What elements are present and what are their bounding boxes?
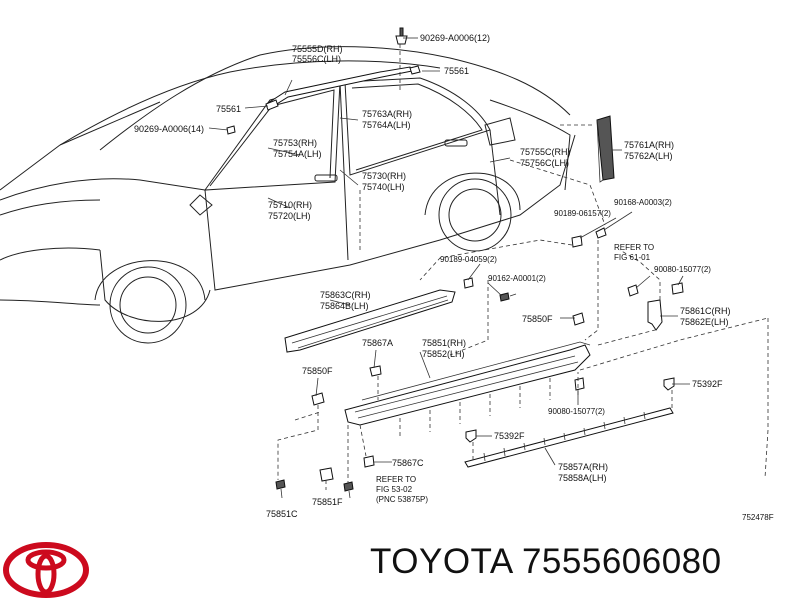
label-75392f-right: 75392F [692,379,723,389]
relation-lines [277,44,769,490]
label-75850f-right: 75850F [522,314,553,324]
label-90269-a0006-14: 90269-A0006(14) [134,124,204,134]
clip-icon [226,125,236,135]
label-diagram-code: 752478F [742,513,774,522]
label-90168-a0003: 90168-A0003(2) [614,198,672,207]
label-75861c-rh: 75861C(RH) [680,306,731,316]
label-90162-a0001: 90162-A0001(2) [488,274,546,283]
label-75561-left: 75561 [216,104,241,114]
label-75556c-lh: 75556C(LH) [292,54,341,64]
clip-icon [409,65,421,75]
label-75851-rh: 75851(RH) [422,338,466,348]
label-75762a-lh: 75762A(LH) [624,151,673,161]
rocker-lower-strip [464,407,674,468]
leader-lines [208,37,690,466]
label-75863c-rh: 75863C(RH) [320,290,371,300]
clip-icon [571,235,583,248]
label-75720-lh: 75720(LH) [268,211,311,221]
label-75851f: 75851F [312,497,343,507]
label-75763a-rh: 75763A(RH) [362,109,412,119]
clip-icon [395,27,408,45]
label-75710-rh: 75710(RH) [268,200,312,210]
label-75755c-rh: 75755C(RH) [520,147,571,157]
label-pnc-53875p: (PNC 53875P) [376,495,428,504]
label-90189-06157: 90189-06157(2) [554,209,611,218]
label-75857a-rh: 75857A(RH) [558,462,608,472]
screw-icon [275,479,286,499]
label-75862e-lh: 75862E(LH) [680,317,729,327]
label-75730-rh: 75730(RH) [362,171,406,181]
clip-icon [265,99,279,111]
label-75754a-lh: 75754A(LH) [273,149,322,159]
label-75867c: 75867C [392,458,424,468]
label-75850f-left: 75850F [302,366,333,376]
label-90080-15077-bottom: 90080-15077(2) [548,407,605,416]
label-90189-04059: 90189-04059(2) [440,255,497,264]
label-75756c-lh: 75756C(LH) [520,158,569,168]
label-75753-rh: 75753(RH) [273,138,317,148]
label-75555d-rh: 75555D(RH) [292,44,343,54]
clip-icon [595,227,607,239]
brand-part-number: TOYOTA 7555606080 [370,542,722,581]
rear-bracket [647,299,663,331]
quarter-garnish [596,115,615,181]
rocker-panel-main [344,344,591,426]
label-75761a-rh: 75761A(RH) [624,140,674,150]
label-refer-to-61: REFER TO [614,243,654,252]
clip-icon [627,284,639,297]
clip-icon [572,312,585,326]
label-75864b-lh: 75864B(LH) [320,301,369,311]
label-refer-to-53: REFER TO [376,475,416,484]
clip-icon [311,392,325,406]
rocker-panel-upper [284,289,456,353]
label-75851c: 75851C [266,509,298,519]
screw-icon [343,481,354,499]
clip-icon [671,282,684,295]
label-75764a-lh: 75764A(LH) [362,120,411,130]
screw-icon [499,292,517,302]
label-75867a: 75867A [362,338,393,348]
label-fig-61-01: FIG 61-01 [614,253,651,262]
clip-icon [465,429,477,443]
clip-icon [574,377,585,391]
label-90269-a0006-12: 90269-A0006(12) [420,33,490,43]
label-75852-lh: 75852(LH) [422,349,465,359]
label-75858a-lh: 75858A(LH) [558,473,607,483]
label-75561-top: 75561 [444,66,469,76]
clip-icon [363,455,375,468]
car-body-outline [0,46,576,344]
clip-icon [319,467,334,482]
clip-icon [663,377,675,391]
toyota-logo-icon [3,542,89,598]
label-75392f-mid: 75392F [494,431,525,441]
label-90080-15077-top: 90080-15077(2) [654,265,711,274]
label-fig-53-02: FIG 53-02 [376,485,413,494]
clip-icon [369,365,382,377]
label-75740-lh: 75740(LH) [362,182,405,192]
